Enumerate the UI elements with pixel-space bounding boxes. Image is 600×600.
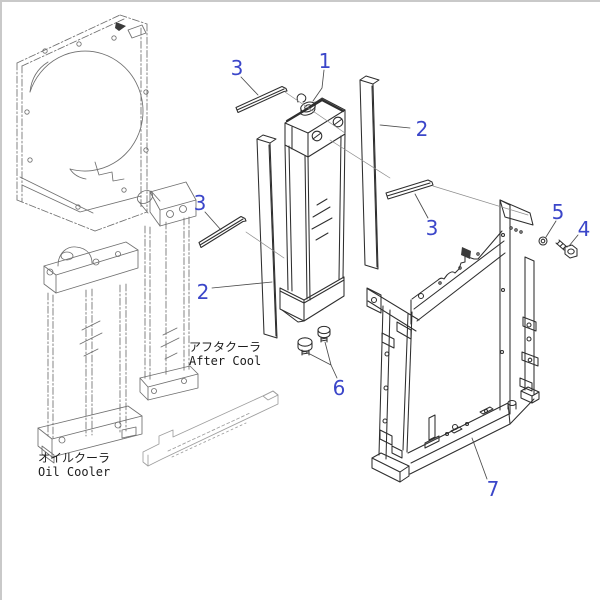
callout-3-right[interactable]: 3 — [425, 216, 439, 240]
bolt-drawing — [555, 239, 578, 259]
side-plate-left-drawing — [256, 134, 278, 339]
callout-6[interactable]: 6 — [332, 376, 346, 400]
rod-right-drawing — [385, 179, 434, 200]
rod-upper-left-drawing — [235, 85, 288, 114]
filler-cap-drawing — [296, 93, 316, 116]
after-cooler-reference-drawing — [136, 181, 199, 401]
oil-cooler-reference-drawing — [37, 241, 143, 464]
callout-7[interactable]: 7 — [486, 477, 500, 501]
page-edge-left — [0, 0, 2, 600]
page-edge-top — [0, 0, 600, 2]
rod-mid-left-drawing — [198, 215, 247, 249]
after-cooler-assembly-drawing — [279, 93, 346, 356]
callout-3-mid-left[interactable]: 3 — [193, 191, 207, 215]
mounting-frame-drawing — [366, 199, 540, 483]
callout-5[interactable]: 5 — [551, 200, 565, 224]
label-after-cooler-jp: アフタクーラ — [189, 340, 262, 354]
radiator-shroud-reference-drawing — [16, 14, 149, 232]
label-after-cooler: アフタクーラ After Cool — [189, 340, 261, 368]
support-beam-reference-drawing — [142, 390, 279, 467]
label-after-cooler-en: After Cool — [189, 354, 262, 368]
side-plate-right-drawing — [359, 75, 380, 270]
callout-2-left[interactable]: 2 — [196, 280, 210, 304]
callout-2-right[interactable]: 2 — [415, 117, 429, 141]
washer-drawing — [538, 236, 548, 246]
callout-leader-lines — [204, 69, 579, 480]
label-oil-cooler: オイルクーラ Oil Cooler — [38, 451, 110, 479]
callout-3-upper-left[interactable]: 3 — [230, 56, 244, 80]
label-oil-cooler-en: Oil Cooler — [38, 465, 111, 479]
label-oil-cooler-jp: オイルクーラ — [38, 451, 111, 465]
callout-4[interactable]: 4 — [577, 217, 591, 241]
alignment-lines — [245, 91, 529, 259]
drain-plug-drawing — [297, 325, 331, 356]
callout-1[interactable]: 1 — [318, 49, 332, 73]
